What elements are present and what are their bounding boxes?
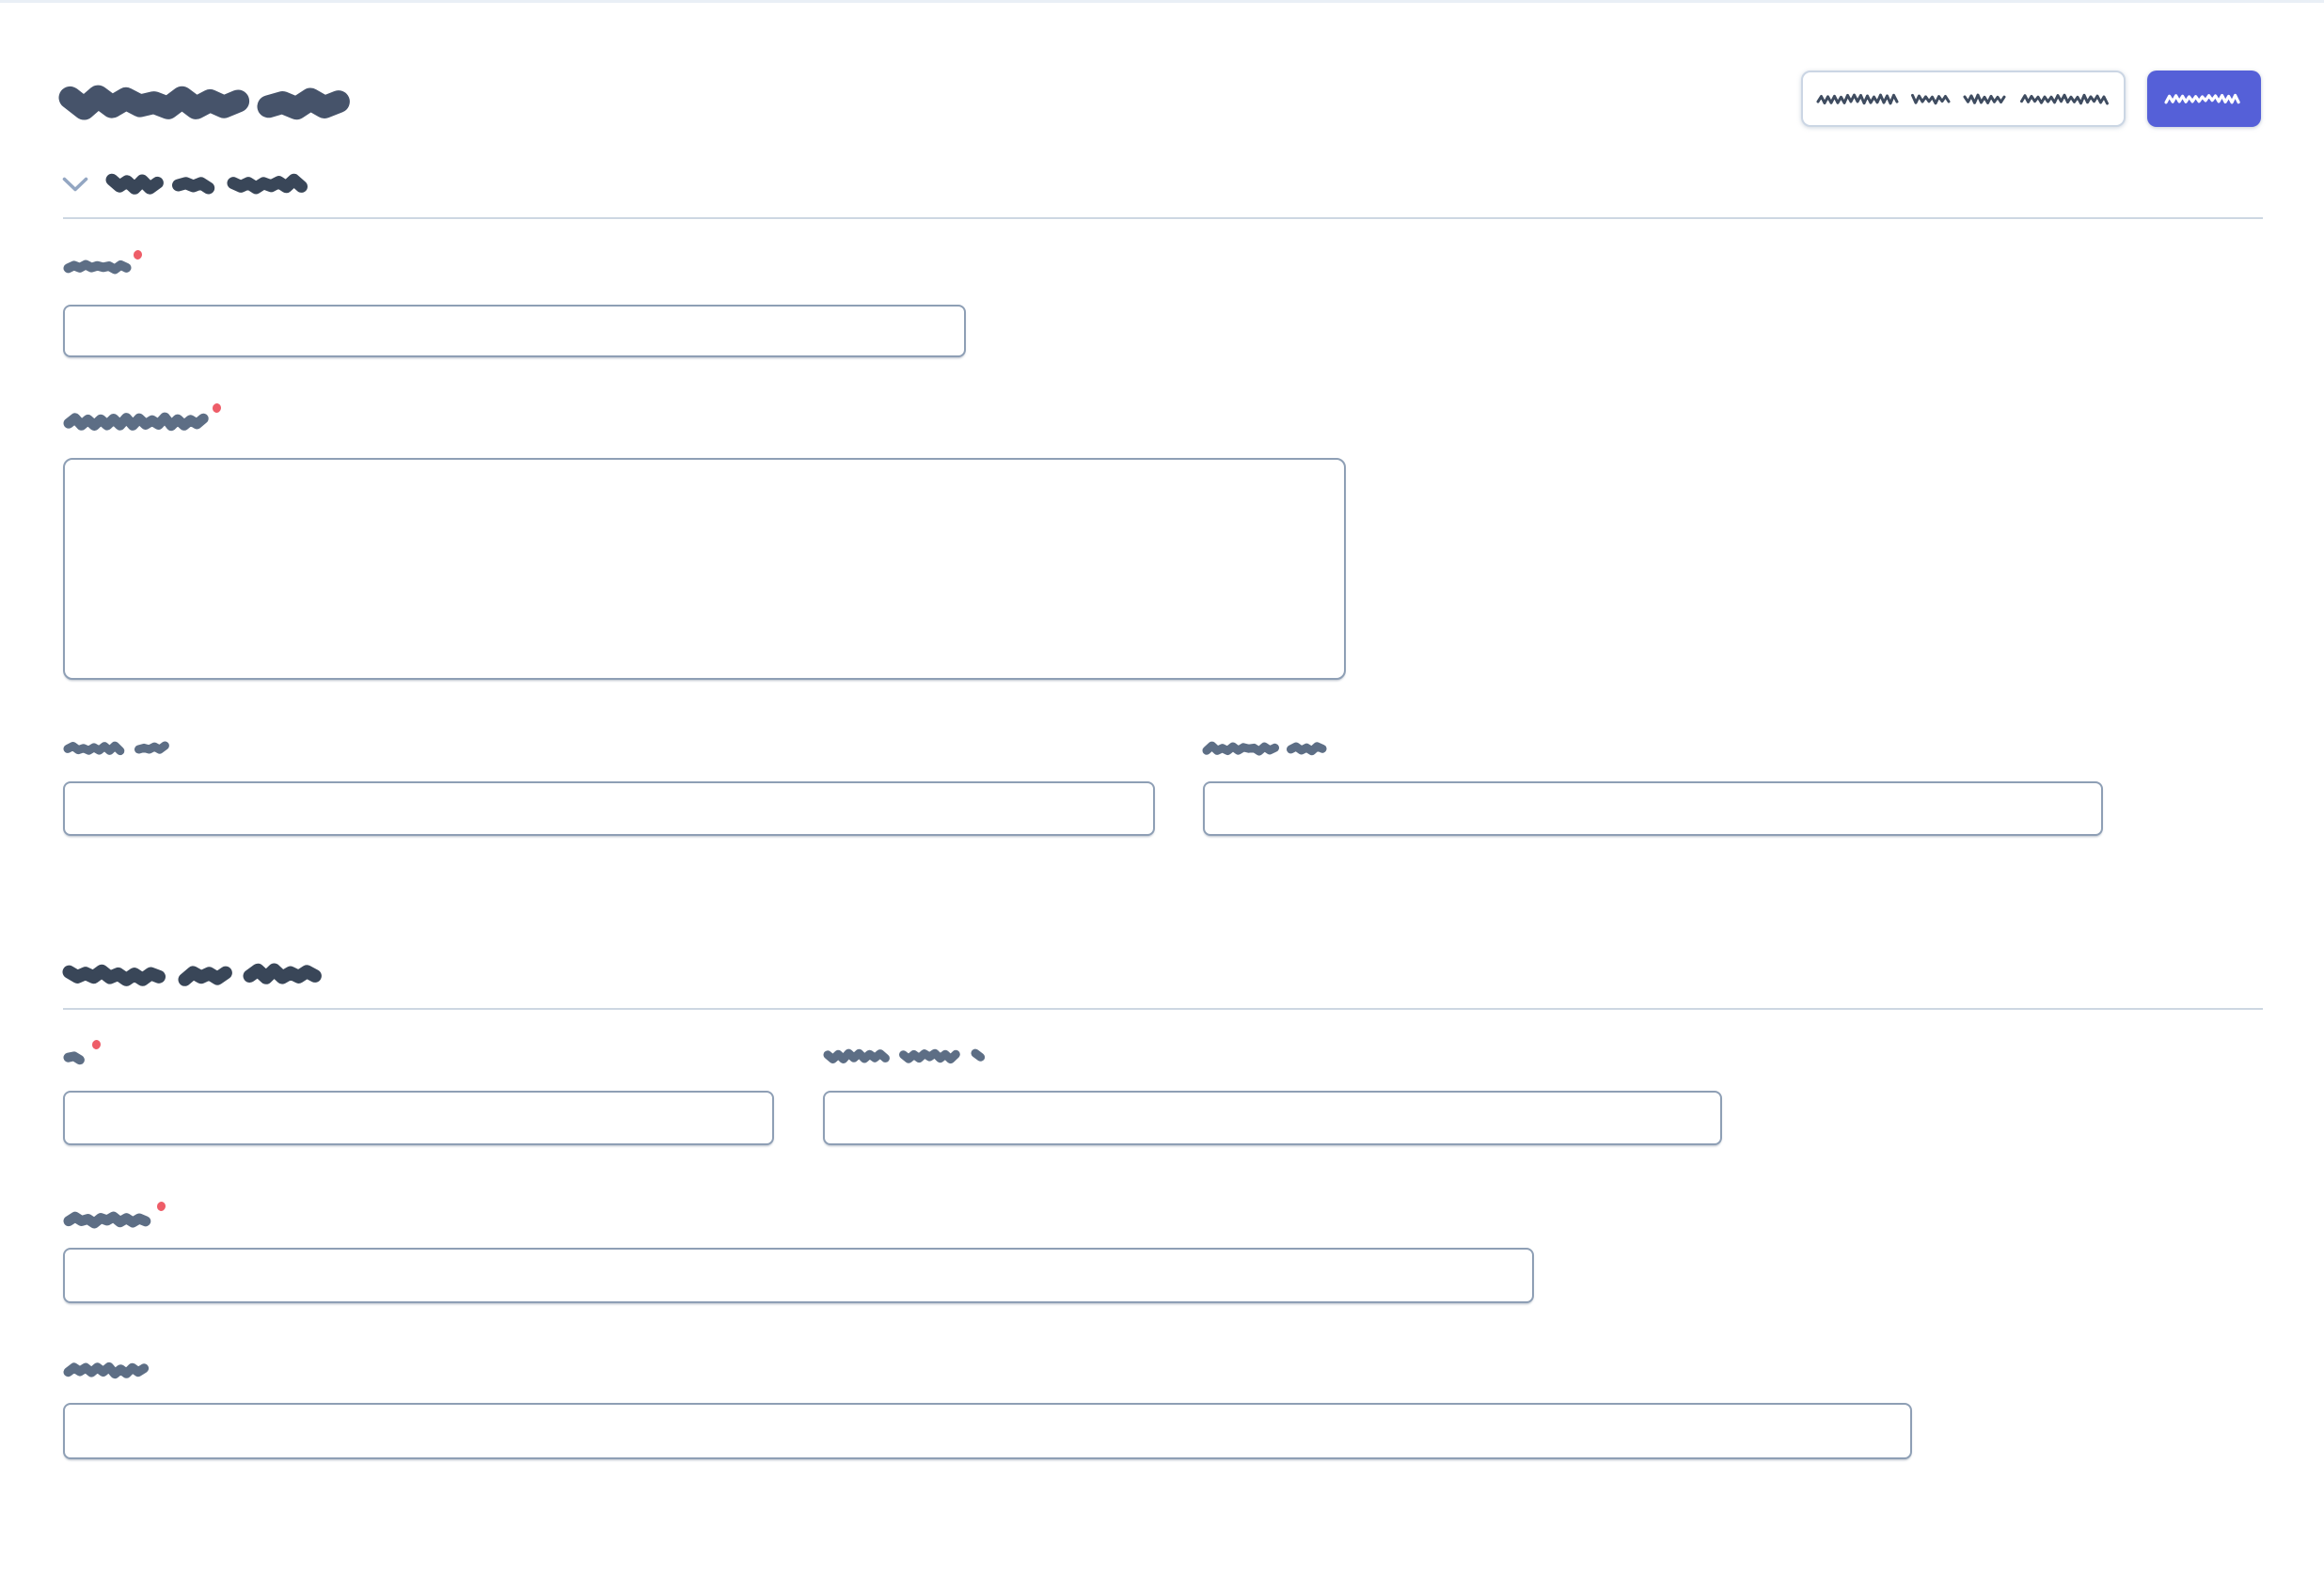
toolbar-text-input[interactable] [1801,71,2126,127]
field-1-required-asterisk [133,249,143,260]
section-1-toggle[interactable] [62,173,315,196]
primary-action-button[interactable] [2147,71,2261,127]
field-1-label [63,259,136,275]
toolbar-text-redacted [1816,93,2111,105]
field-8-input[interactable] [63,1403,1912,1459]
section-2-header-redacted [62,963,329,987]
field-5-input[interactable] [63,1091,774,1145]
field-6-input[interactable] [823,1091,1722,1145]
field-4-label [1202,741,1336,756]
field-7-required-asterisk [156,1201,166,1212]
top-border-strip [0,0,2324,3]
primary-action-label-redacted [2164,93,2244,104]
field-7-input[interactable] [63,1248,1534,1303]
section-1-divider [63,217,2263,219]
field-6-label [823,1048,991,1064]
page-title [58,85,374,124]
field-2-required-asterisk [212,402,222,414]
field-8-label [63,1362,157,1379]
field-7-label [63,1210,160,1229]
field-2-label [63,412,216,432]
field-3-input[interactable] [63,781,1155,836]
field-4-input[interactable] [1203,781,2103,836]
chevron-down-icon [62,177,88,191]
field-5-label [63,1048,93,1065]
field-5-required-asterisk [91,1039,102,1050]
section-2-divider [63,1008,2263,1010]
section-1-header-redacted [105,173,315,196]
field-3-label [63,741,179,756]
field-1-input[interactable] [63,305,966,357]
field-2-textarea[interactable] [63,458,1346,680]
